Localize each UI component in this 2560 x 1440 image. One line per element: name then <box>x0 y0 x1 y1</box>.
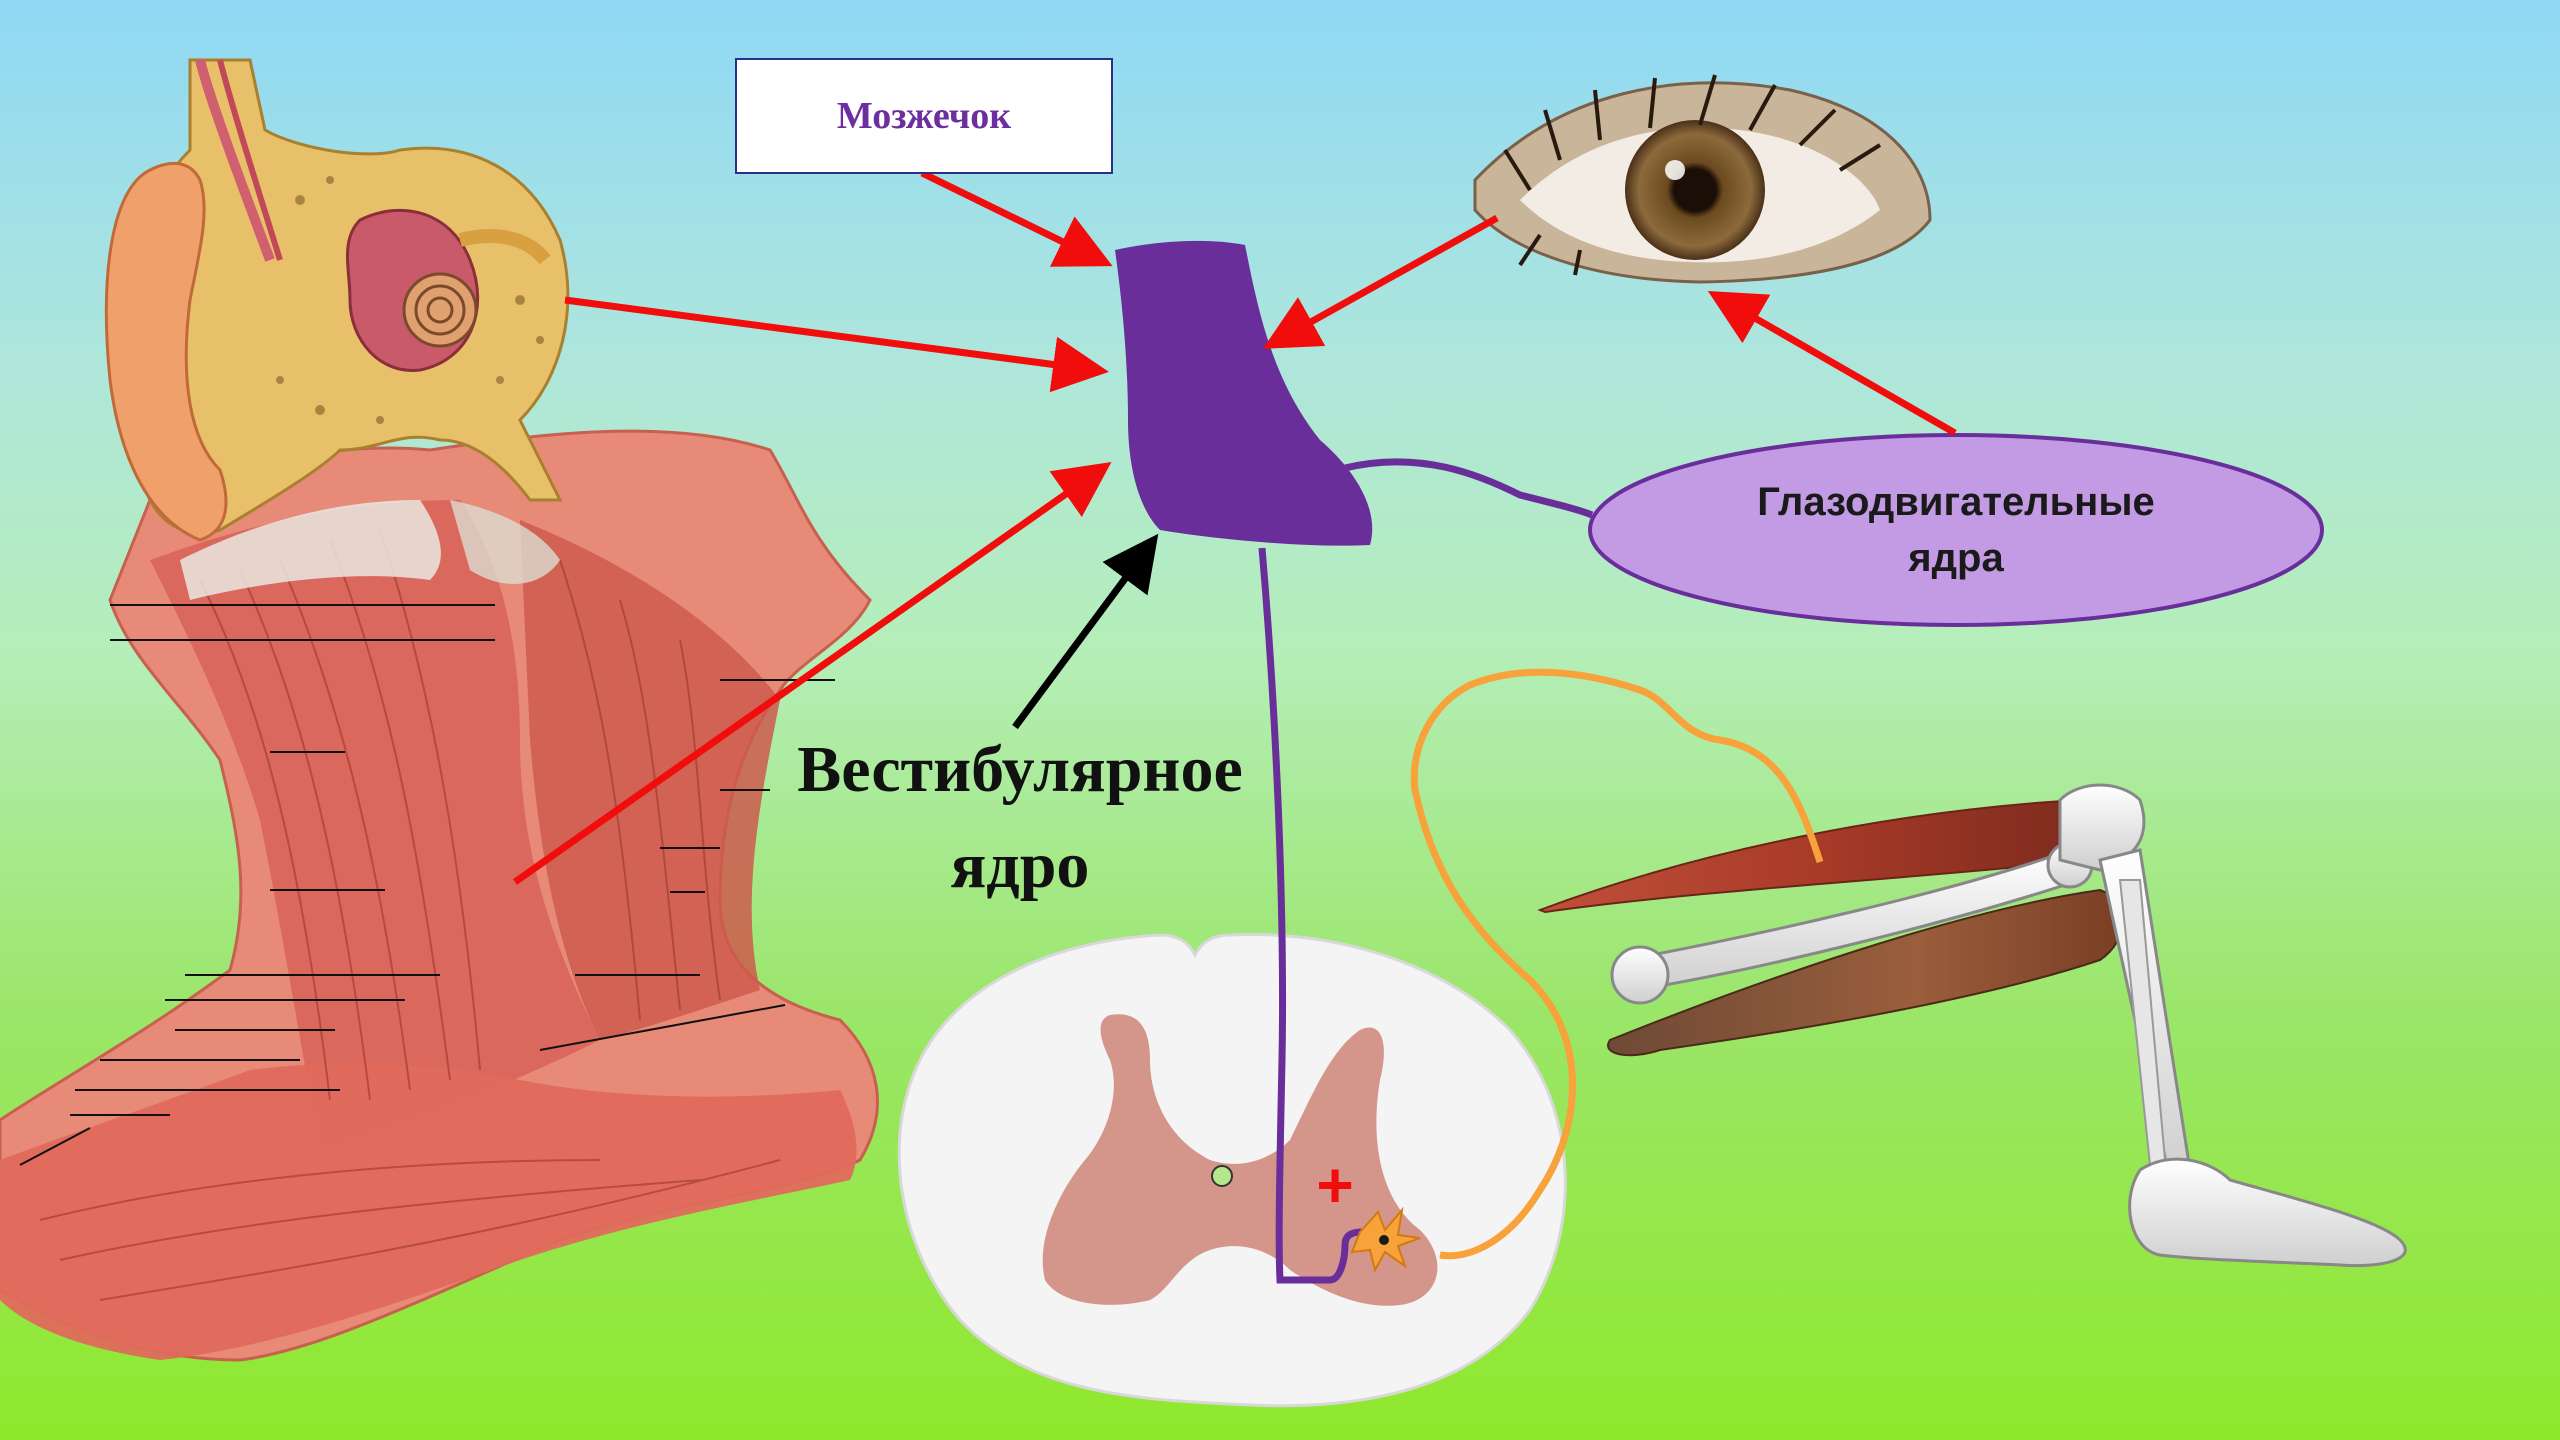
vestibular-nucleus-label-line2: ядро <box>750 818 1290 914</box>
oculomotor-nuclei-label-line1: Глазодвигательные <box>1676 474 2236 530</box>
cerebellum-label-box: Мозжечок <box>735 58 1113 174</box>
cerebellum-to-oculomotor-pathway <box>1345 462 1592 515</box>
vestibular-nucleus-label: Вестибулярное ядро <box>750 722 1290 914</box>
arrow-vestibular-to-cerebellum <box>1015 545 1150 727</box>
vestibular-nucleus-label-line1: Вестибулярное <box>750 722 1290 818</box>
oculomotor-nuclei-label: Глазодвигательные ядра <box>1676 474 2236 586</box>
arrow-cerebellum-to-cerebellum-box <box>922 173 1100 260</box>
excitation-plus-sign: + <box>1316 1149 1353 1221</box>
arrow-oculomotor-to-eye <box>1720 298 1955 433</box>
arrow-ear-to-cerebellum <box>565 300 1095 370</box>
neck-muscles-illustration <box>0 431 877 1360</box>
oculomotor-nuclei-label-container: Глазодвигательные ядра <box>1590 435 2322 625</box>
cerebellum-label: Мозжечок <box>837 94 1011 138</box>
cerebellum-shape <box>1115 241 1372 546</box>
eye-illustration <box>1475 75 1930 282</box>
spinal-cord-illustration <box>899 934 1565 1405</box>
arrow-eye-to-cerebellum <box>1275 218 1497 342</box>
oculomotor-nuclei-label-line2: ядра <box>1676 530 2236 586</box>
